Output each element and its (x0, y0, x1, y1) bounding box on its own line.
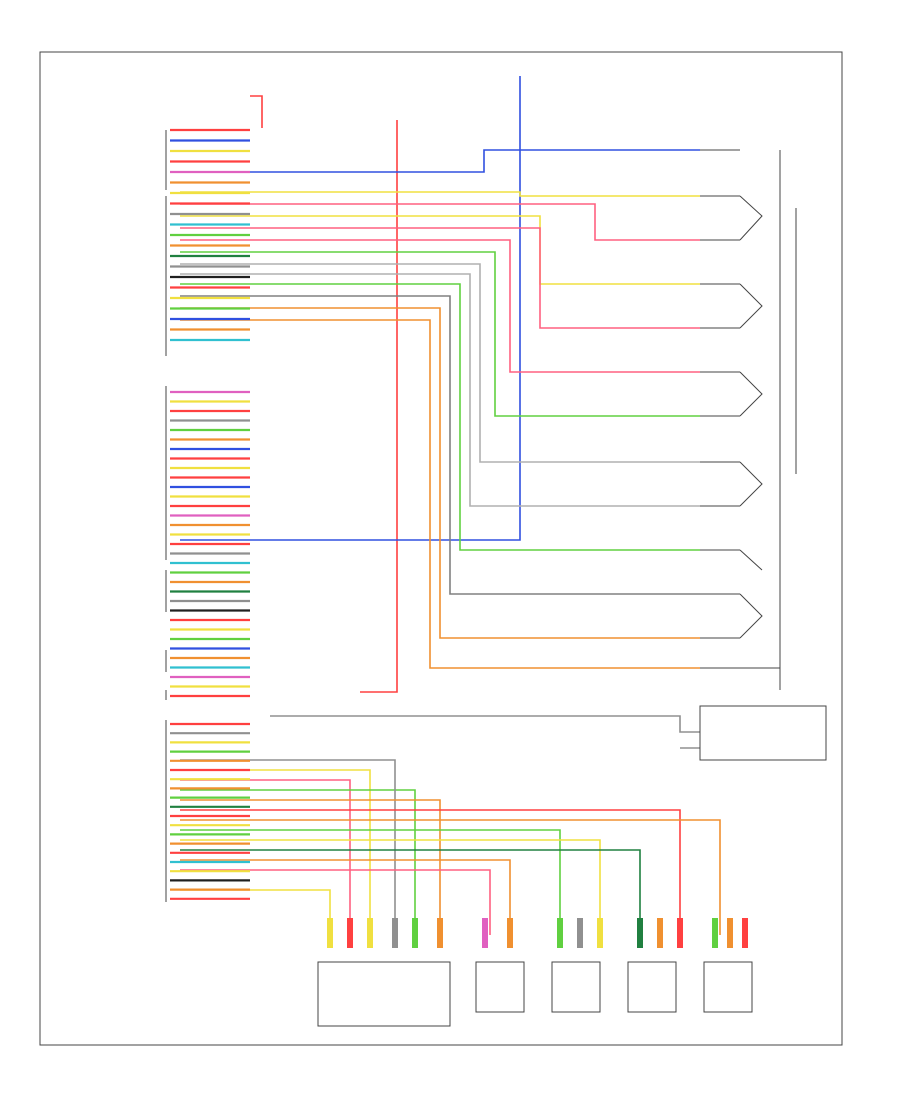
switch-column (699, 149, 827, 761)
red-motor-wire (180, 779, 351, 935)
red-wire-3 (180, 239, 700, 373)
wire-stubs (170, 128, 250, 900)
orange-lumbar-wire (180, 819, 721, 935)
orange-wire-2 (180, 319, 700, 669)
orange-lumbar-wire-2 (180, 859, 511, 935)
darkgreen-lumbar-wire (180, 849, 641, 935)
motor-pin-lead (482, 918, 488, 948)
yellow-motor-wire-2 (180, 889, 331, 935)
outer-frame (39, 51, 843, 1046)
motor-pin-lead (437, 918, 443, 948)
motor-pin-lead (727, 918, 733, 948)
switch-leads (700, 149, 780, 669)
switch-contacts (739, 195, 763, 639)
pink-lumbar-wire (180, 869, 491, 935)
motor-pin-lead (347, 918, 353, 948)
red-trunk-wire (250, 95, 398, 693)
motor-pin-lead (657, 918, 663, 948)
motor-pin-leads (327, 918, 748, 948)
red-wire-2 (180, 227, 700, 329)
yellow-lumbar-wire (180, 839, 601, 935)
yellow-wire-1 (180, 191, 700, 197)
gray-wire-1 (180, 263, 700, 463)
wire-runs (180, 76, 721, 935)
lumbar-motor-2 (551, 961, 601, 1013)
motor-pin-lead (577, 918, 583, 948)
gray-wire-3 (180, 295, 700, 595)
lumbar-motor-4 (703, 961, 753, 1013)
red-lumbar-wire (180, 809, 681, 935)
modules (165, 130, 753, 1027)
seat-motor-box (317, 961, 451, 1027)
motor-pin-lead (742, 918, 748, 948)
blue-run-wire (180, 76, 700, 541)
motor-pin-lead (597, 918, 603, 948)
motor-pin-lead (412, 918, 418, 948)
motor-pin-lead (507, 918, 513, 948)
gray-return-wire (270, 715, 700, 749)
motor-pin-lead (367, 918, 373, 948)
orange-motor-wire (180, 799, 441, 935)
green-wire-2 (180, 283, 700, 551)
motor-pin-lead (637, 918, 643, 948)
motor-pin-lead (392, 918, 398, 948)
motor-pin-lead (327, 918, 333, 948)
motor-pin-lead (712, 918, 718, 948)
gray-motor-wire (180, 759, 396, 935)
lumbar-motor-3 (627, 961, 677, 1013)
recline-switch-box (699, 705, 827, 761)
lumbar-motor-1 (475, 961, 525, 1013)
green-wire-1 (180, 251, 700, 417)
green-lumbar-wire (180, 829, 561, 935)
green-motor-wire (180, 789, 416, 935)
motor-pin-lead (677, 918, 683, 948)
red-wire-1 (180, 203, 700, 241)
orange-wire-1 (180, 307, 700, 639)
gray-wire-2 (180, 273, 700, 507)
motor-pin-lead (557, 918, 563, 948)
